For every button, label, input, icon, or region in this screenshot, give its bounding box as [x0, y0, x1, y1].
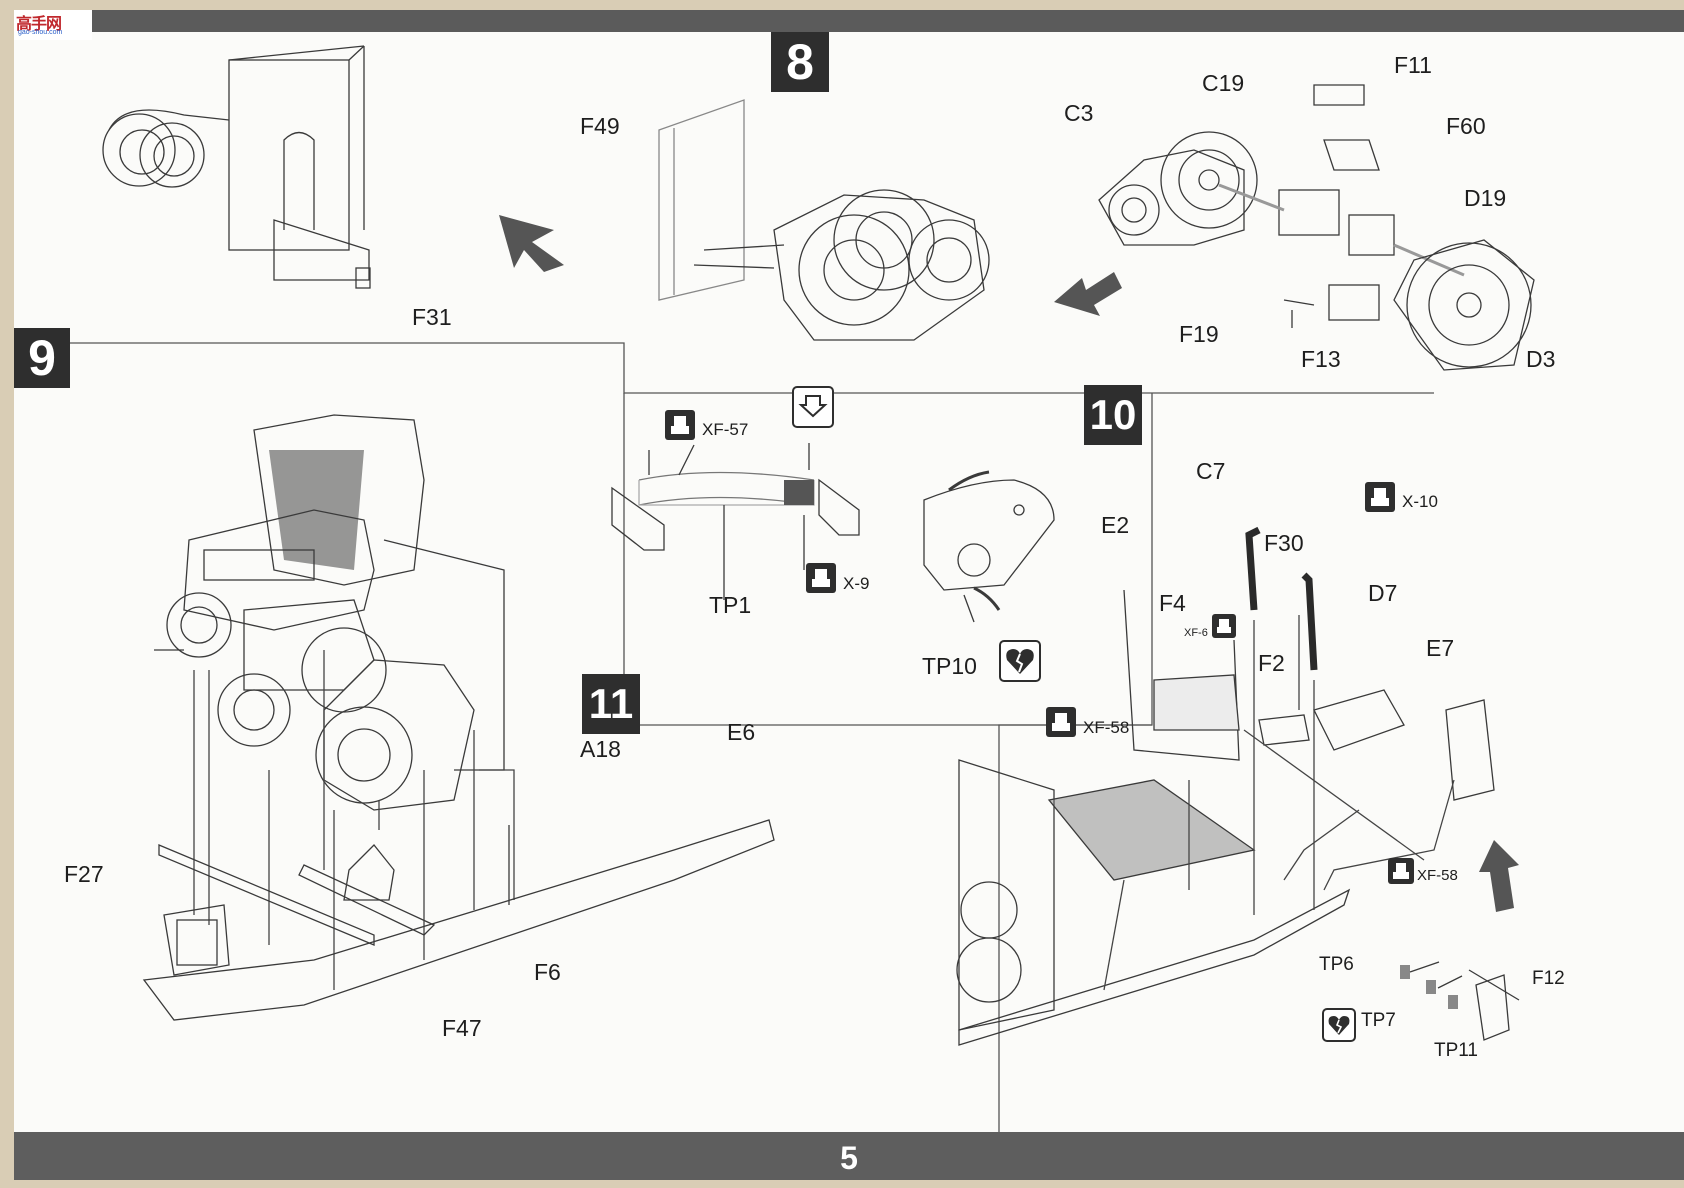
step8-gear-housing	[693, 189, 990, 341]
paint-badge-xf57	[665, 410, 695, 440]
step8-exploded-brakes	[1098, 84, 1535, 371]
step10-hull	[956, 589, 1495, 1046]
paint-pot-icon	[1217, 619, 1231, 633]
label-f60: F60	[1446, 113, 1486, 139]
broken-heart-icon	[1006, 649, 1034, 674]
label-tp6: TP6	[1319, 954, 1354, 975]
step-number-11: 11	[582, 674, 640, 734]
label-e7: E7	[1426, 635, 1455, 661]
paint-pot-icon	[1052, 713, 1070, 731]
instruction-sheet: 高手网 gao-shou.com	[14, 10, 1684, 1180]
paint-badge-x9	[806, 563, 836, 593]
step9-engine	[154, 414, 505, 811]
step8-gearbox-with-plate	[102, 45, 371, 289]
step-number-8: 8	[771, 32, 829, 92]
label-f2: F2	[1258, 650, 1285, 676]
step11-sticker	[923, 470, 1055, 623]
paint-pot-icon	[1371, 488, 1389, 506]
label-f27: F27	[64, 861, 104, 887]
step9-assembly-lines	[193, 650, 515, 990]
paint-badge-xf6	[1212, 614, 1236, 638]
step10-assembly-lines	[1103, 615, 1455, 991]
step10-levers	[1245, 526, 1318, 671]
label-xf6: XF-6	[1184, 627, 1208, 639]
step8-direction-arrow	[499, 215, 564, 272]
label-xf58-b: XF-58	[1417, 867, 1458, 884]
top-band	[14, 10, 1684, 32]
paint-pot-icon	[1393, 863, 1409, 879]
reverse-side-badge	[792, 386, 834, 428]
label-tp7: TP7	[1361, 1010, 1396, 1031]
label-e6: E6	[727, 719, 756, 745]
step11-track-frame	[611, 443, 860, 600]
label-f12: F12	[1532, 968, 1565, 989]
step10-pedals-detail	[1400, 961, 1520, 1041]
label-f4: F4	[1159, 590, 1186, 616]
label-xf57: XF-57	[702, 420, 749, 439]
broken-heart-icon	[1328, 1016, 1350, 1035]
paint-badge-x10	[1365, 482, 1395, 512]
page-number: 5	[840, 1140, 858, 1176]
label-f11: F11	[1394, 52, 1432, 78]
label-d7: D7	[1368, 580, 1398, 606]
label-c7: C7	[1196, 458, 1226, 484]
label-c19: C19	[1202, 70, 1245, 96]
label-c3: C3	[1064, 100, 1094, 126]
step-number-9: 9	[14, 328, 70, 388]
label-f49: F49	[580, 113, 620, 139]
label-d3: D3	[1526, 346, 1556, 372]
label-e2: E2	[1101, 512, 1130, 538]
decal-badge-tp10	[999, 640, 1041, 682]
label-tp11: TP11	[1434, 1040, 1479, 1061]
watermark-glyphs: 高手网	[16, 16, 62, 33]
label-f47: F47	[442, 1015, 482, 1041]
label-x9: X-9	[843, 574, 870, 593]
label-f19: F19	[1179, 321, 1219, 347]
paint-badge-xf58-b	[1388, 858, 1414, 884]
label-tp10: TP10	[922, 653, 977, 679]
step8-plate-f49	[658, 99, 745, 301]
label-x10: X-10	[1402, 492, 1438, 511]
decal-badge-tp7	[1322, 1008, 1356, 1042]
label-f6: F6	[534, 959, 561, 985]
step8-direction-arrow-2	[1054, 272, 1122, 316]
label-d19: D19	[1464, 185, 1507, 211]
paint-pot-icon	[812, 569, 830, 587]
label-tp1: TP1	[709, 592, 752, 618]
step-number-10: 10	[1084, 385, 1142, 445]
label-f30: F30	[1264, 530, 1304, 556]
paint-pot-icon	[671, 416, 689, 434]
step9-chassis-e6	[142, 819, 775, 1021]
paint-badge-xf58-a	[1046, 707, 1076, 737]
reverse-side-icon	[798, 395, 828, 418]
site-watermark: 高手网 gao-shou.com	[14, 10, 92, 40]
watermark-url: gao-shou.com	[18, 29, 63, 36]
label-f13: F13	[1301, 346, 1341, 372]
label-a18: A18	[580, 736, 621, 762]
assembly-drawing	[14, 45, 1535, 1132]
label-xf58-a: XF-58	[1083, 718, 1130, 737]
step10-direction-arrow	[1479, 840, 1519, 912]
bottom-band	[14, 1132, 1684, 1180]
label-f31: F31	[412, 304, 452, 330]
